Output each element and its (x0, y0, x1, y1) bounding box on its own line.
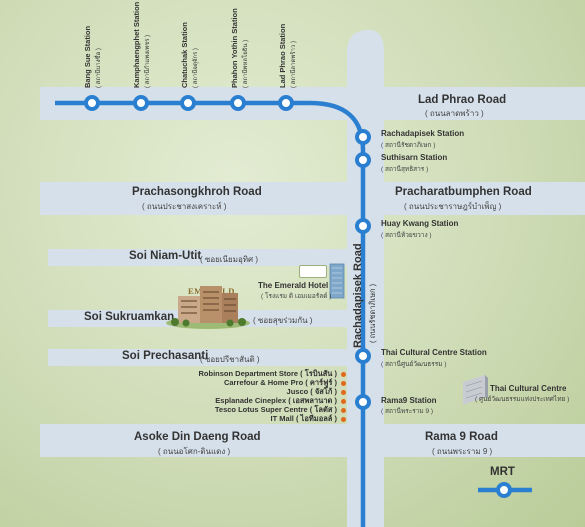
road-label-rama9: Rama 9 Road (425, 431, 498, 443)
station-sub-rama9: ( สถานีพระราม 9 ) (381, 408, 434, 415)
list-item: Robinson Department Store ( โรบินสัน ) (198, 368, 346, 380)
road-sub-soi-niam-utit: ( ซอยเนียมอุทิศ ) (200, 255, 259, 264)
cultural-centre-name: Thai Cultural Centre (490, 384, 567, 393)
station-marker-thai-cultural-centre (355, 348, 371, 364)
list-item: Jusco ( จัสโก้ ) (287, 386, 346, 398)
station-label-suthisarn: Suthisarn Station (381, 153, 448, 162)
station-label-rama9: Rama9 Station (381, 396, 437, 405)
road-sub-asoke-din-daeng: ( ถนนอโศก-ดินแดง ) (158, 447, 231, 456)
hotel-name: The Emerald Hotel (258, 281, 329, 290)
place-marker-icon (341, 398, 346, 404)
hotel-sub: ( โรงแรม ดิ เอมเมอรัลด์ ) (261, 293, 332, 300)
nearby-places-list: Robinson Department Store ( โรบินสัน ) C… (160, 368, 346, 423)
road-sub-prachasongkhroh: ( ถนนประชาสงเคราะห์ ) (142, 202, 227, 211)
road-label-soi-sukruamkan: Soi Sukruamkan (84, 311, 175, 323)
station-marker-kamphaengphet (133, 95, 149, 111)
place-name: Robinson Department Store ( โรบินสัน ) (198, 369, 338, 378)
list-item: Tesco Lotus Super Centre ( โลตัส ) (215, 404, 346, 416)
station-marker-rama9 (355, 394, 371, 410)
road-label-lad-phrao: Lad Phrao Road (418, 94, 507, 106)
road-label-prachasongkhroh: Prachasongkhroh Road (132, 186, 262, 198)
place-name: Tesco Lotus Super Centre ( โลตัส ) (214, 405, 337, 414)
station-sub-rachadapisek: ( สถานีรัชดาภิเษก ) (381, 142, 436, 149)
legend-label: MRT (490, 466, 515, 478)
prachasongkhroh-road (40, 182, 585, 215)
road-sub-lad-phrao: ( ถนนลาดพร้าว ) (425, 109, 484, 118)
station-marker-bang-sue (84, 95, 100, 111)
station-sub-suthisarn: ( สถานีสุทธิสาร ) (381, 166, 429, 173)
place-name: IT Mall ( ไอทีมอลล์ ) (270, 414, 337, 423)
station-marker-suthisarn (355, 152, 371, 168)
station-marker-rachadapisek (355, 129, 371, 145)
station-sub-huay-kwang: ( สถานีห้วยขวาง ) (381, 232, 432, 239)
list-item: Carrefour & Home Pro ( คาร์ฟูร์ ) (224, 377, 346, 389)
road-label-soi-prechasanti: Soi Prechasanti (122, 350, 209, 362)
emerald-hotel-logo-icon (299, 265, 327, 278)
road-label-pracharatbumphen: Pracharatbumphen Road (395, 186, 532, 198)
soi-prechasanti-road (48, 349, 358, 366)
place-name: Carrefour & Home Pro ( คาร์ฟูร์ ) (223, 378, 337, 387)
place-marker-icon (341, 380, 346, 386)
road-sub-rama9: ( ถนนพระราม 9 ) (432, 447, 493, 456)
place-name: Esplanade Cineplex ( เอสพลานาด ) (215, 396, 337, 405)
legend-station-icon (496, 482, 512, 498)
list-item: Esplanade Cineplex ( เอสพลานาด ) (215, 395, 346, 407)
station-label-rachadapisek: Rachadapisek Station (381, 129, 465, 138)
place-name: Jusco ( จัสโก้ ) (286, 387, 337, 396)
soi-niam-utit-road (48, 249, 358, 266)
station-marker-lad-phrao (278, 95, 294, 111)
place-marker-icon (341, 389, 346, 395)
road-sub-pracharatbumphen: ( ถนนประชาราษฎร์บำเพ็ญ ) (404, 202, 502, 211)
station-label-huay-kwang: Huay Kwang Station (381, 219, 459, 228)
place-marker-icon (341, 416, 346, 422)
station-sub-thai-cultural-centre: ( สถานีศูนย์วัฒนธรรม ) (381, 361, 447, 368)
road-label-asoke-din-daeng: Asoke Din Daeng Road (134, 431, 261, 443)
station-marker-phahon-yothin (230, 95, 246, 111)
station-marker-huay-kwang (355, 218, 371, 234)
road-sub-soi-prechasanti: ( ซอยปรีชาสันติ ) (200, 355, 260, 364)
place-marker-icon (341, 371, 346, 377)
station-marker-chatuchak (180, 95, 196, 111)
asoke-rama9-road (40, 424, 585, 457)
list-item: IT Mall ( ไอทีมอลล์ ) (271, 413, 346, 425)
station-label-thai-cultural-centre: Thai Cultural Centre Station (381, 348, 487, 357)
cultural-centre-sub: ( ศูนย์วัฒนธรรมแห่งประเทศไทย ) (475, 396, 570, 403)
place-marker-icon (341, 407, 346, 413)
road-label-soi-niam-utit: Soi Niam-Utit (129, 250, 202, 262)
road-sub-soi-sukruamkan: ( ซอยสุขร่วมกัน ) (253, 316, 313, 325)
